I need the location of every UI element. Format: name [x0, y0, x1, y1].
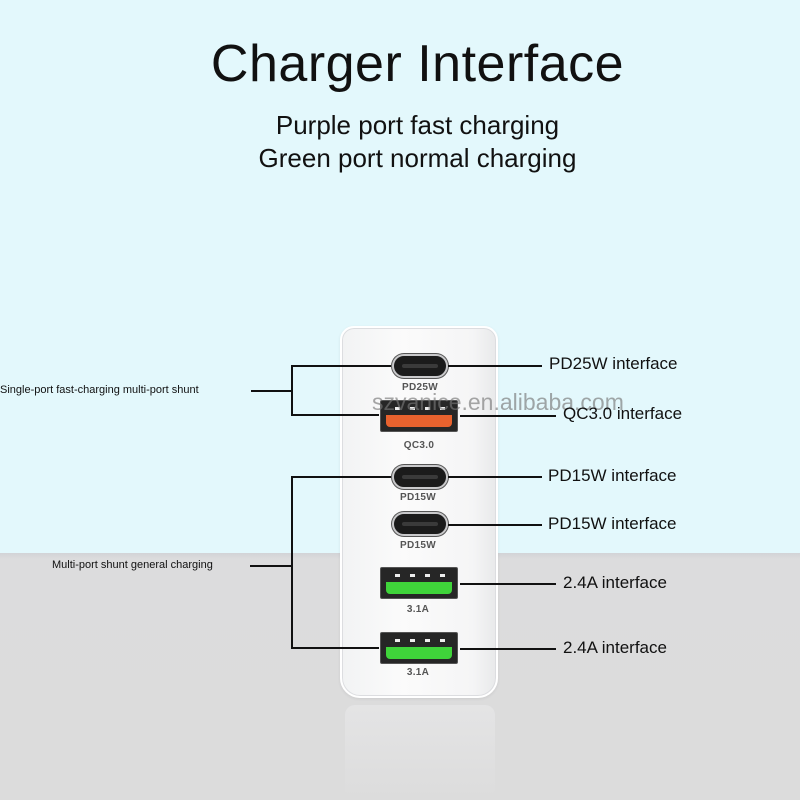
- bracket-line: [291, 647, 379, 649]
- bracket-line: [291, 414, 379, 416]
- bracket-line: [291, 365, 293, 416]
- port-label: PD15W: [400, 492, 436, 503]
- usb-a-port-green-icon: [380, 567, 458, 599]
- subtitle-normal: Green port normal charging: [258, 143, 577, 173]
- page-title: Charger Interface: [210, 35, 625, 93]
- port-label: PD25W: [402, 382, 438, 393]
- charger-reflection: [345, 705, 495, 800]
- subtitle-fast: Purple port fast charging: [275, 110, 560, 140]
- callout-pd15w-2: PD15W interface: [548, 514, 677, 533]
- usb-a-port-qc30-icon: [380, 400, 458, 432]
- callout-line: [448, 476, 542, 478]
- bracket-line: [291, 365, 391, 367]
- port-label: PD15W: [400, 540, 436, 551]
- watermark: szvanice.en.alibaba.com: [372, 389, 624, 415]
- group-label-general: Multi-port shunt general charging: [52, 559, 213, 571]
- bracket-line: [291, 476, 293, 649]
- port-label: 3.1A: [406, 604, 430, 615]
- callout-24a-2: 2.4A interface: [563, 638, 667, 657]
- callout-line: [448, 365, 542, 367]
- callout-24a-1: 2.4A interface: [563, 573, 667, 592]
- callout-line: [460, 648, 556, 650]
- port-label: 3.1A: [406, 667, 430, 678]
- callout-line: [460, 583, 556, 585]
- group-label-fast: Single-port fast-charging multi-port shu…: [0, 384, 199, 396]
- callout-line: [460, 415, 556, 417]
- callout-pd15w-1: PD15W interface: [548, 466, 677, 485]
- callout-line: [448, 524, 542, 526]
- usb-a-port-green-icon: [380, 632, 458, 664]
- usb-c-port-pd15w-icon: [392, 465, 448, 489]
- callout-qc30: QC3.0 interface: [563, 404, 683, 423]
- bracket-line: [250, 565, 292, 567]
- callout-pd25w: PD25W interface: [549, 354, 678, 373]
- bracket-line: [251, 390, 292, 392]
- port-label: QC3.0: [403, 440, 435, 451]
- usb-c-port-pd15w-icon: [392, 512, 448, 536]
- bracket-line: [291, 476, 391, 478]
- usb-c-port-pd25w-icon: [392, 354, 448, 378]
